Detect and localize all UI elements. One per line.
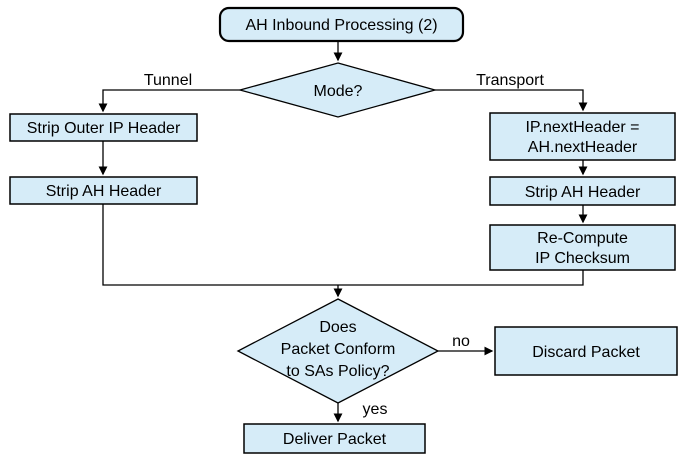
connectors xyxy=(98,41,588,423)
node-strip-outer-ip: Strip Outer IP Header xyxy=(9,113,198,142)
node-discard-packet: Discard Packet xyxy=(494,326,678,376)
node-start: AH Inbound Processing (2) xyxy=(218,6,465,43)
node-mode-shape xyxy=(237,62,438,118)
node-ip-next-header: IP.nextHeader = AH.nextHeader xyxy=(489,112,676,161)
node-strip-outer-ip-shape xyxy=(9,113,198,142)
node-recompute-line1: Re-Compute xyxy=(537,230,628,247)
node-strip-ah-right-shape xyxy=(489,176,676,206)
node-strip-ah-left: Strip AH Header xyxy=(9,176,198,205)
node-policy-line1: Does xyxy=(319,319,356,336)
edge-right-merge xyxy=(338,270,584,286)
node-ip-next-header-shape xyxy=(489,112,676,161)
node-policy-line3: to SAs Policy? xyxy=(286,363,389,380)
node-mode-decision: Mode? xyxy=(237,62,438,118)
edge-label-no: no xyxy=(452,333,470,350)
node-strip-ah-left-shape xyxy=(9,176,198,205)
node-strip-ah-right-label: Strip AH Header xyxy=(525,184,641,201)
node-deliver-packet: Deliver Packet xyxy=(243,423,426,454)
edge-label-yes: yes xyxy=(363,401,388,418)
node-ip-next-header-line2: AH.nextHeader xyxy=(528,139,638,156)
edge-mode-tunnel xyxy=(98,89,240,113)
edge-label-tunnel: Tunnel xyxy=(144,72,192,89)
node-start-shape xyxy=(218,6,465,43)
node-recompute-checksum-shape xyxy=(489,224,676,271)
node-policy-decision: Does Packet Conform to SAs Policy? xyxy=(236,298,440,404)
node-policy-line2: Packet Conform xyxy=(281,341,396,358)
node-deliver-packet-label: Deliver Packet xyxy=(283,431,387,448)
node-deliver-packet-shape xyxy=(243,423,426,454)
edge-label-transport: Transport xyxy=(476,72,544,89)
node-policy-shape xyxy=(236,298,440,404)
node-strip-ah-left-label: Strip AH Header xyxy=(46,183,162,200)
node-strip-outer-ip-label: Strip Outer IP Header xyxy=(27,120,181,137)
node-discard-packet-label: Discard Packet xyxy=(532,344,640,361)
node-mode-label: Mode? xyxy=(314,83,363,100)
edge-left-merge xyxy=(102,204,338,286)
node-ip-next-header-line1: IP.nextHeader = xyxy=(525,119,639,136)
node-strip-ah-right: Strip AH Header xyxy=(489,176,676,206)
edge-mode-transport xyxy=(435,89,588,112)
node-recompute-checksum: Re-Compute IP Checksum xyxy=(489,224,676,271)
node-start-label: AH Inbound Processing (2) xyxy=(245,17,437,34)
node-recompute-line2: IP Checksum xyxy=(535,250,630,267)
node-discard-packet-shape xyxy=(494,326,678,376)
